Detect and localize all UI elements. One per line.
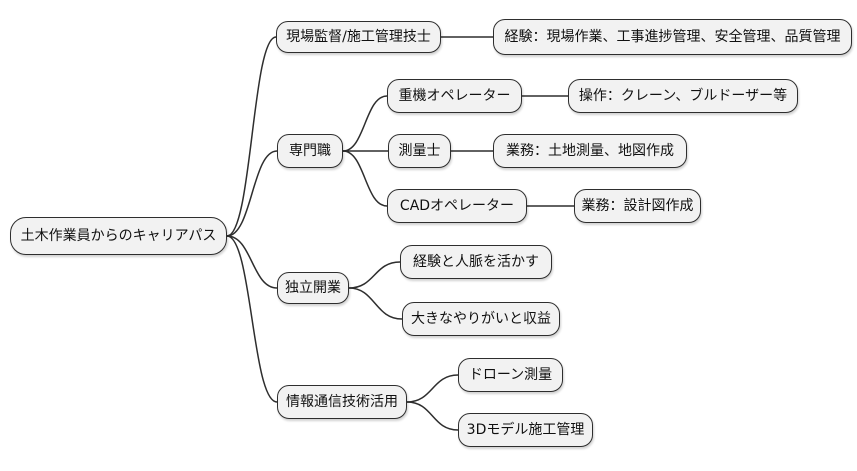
node-site-supervisor: 現場監督/施工管理技士 <box>276 21 441 53</box>
node-heavy-equipment-operator: 重機オペレーター <box>387 79 522 113</box>
node-survey-duties: 業務：土地測量、地図作成 <box>493 134 687 168</box>
edge-root-independent <box>226 235 278 289</box>
node-surveyor: 測量士 <box>388 134 451 168</box>
node-independent-business: 独立開業 <box>277 272 349 304</box>
edge-root-site-supervisor <box>226 36 277 237</box>
node-reward-income: 大きなやりがいと収益 <box>402 302 560 336</box>
edge-ict-3dmodel <box>406 401 459 431</box>
node-root: 土木作業員からのキャリアパス <box>10 217 227 255</box>
node-cad-duties: 業務：設計図作成 <box>574 189 701 223</box>
node-3d-model-management: 3Dモデル施工管理 <box>458 413 593 447</box>
node-specialist: 専門職 <box>277 134 343 168</box>
edge-specialist-heavy-equipment <box>342 95 388 152</box>
node-supervisor-experience: 経験：現場作業、工事進捗管理、安全管理、品質管理 <box>493 19 852 55</box>
edge-root-specialist <box>226 150 278 237</box>
edge-independent-reward <box>348 287 403 320</box>
node-cad-operator: CADオペレーター <box>387 189 527 223</box>
edge-ict-drone <box>406 374 459 403</box>
edge-independent-experience <box>348 261 401 289</box>
node-ict-utilization: 情報通信技術活用 <box>277 385 407 419</box>
node-drone-survey: ドローン測量 <box>458 358 563 392</box>
edge-specialist-cad <box>342 150 388 207</box>
node-leverage-experience: 経験と人脈を活かす <box>400 245 552 279</box>
node-machine-operation: 操作：クレーン、ブルドーザー等 <box>568 79 798 113</box>
edge-root-ict <box>226 235 278 403</box>
